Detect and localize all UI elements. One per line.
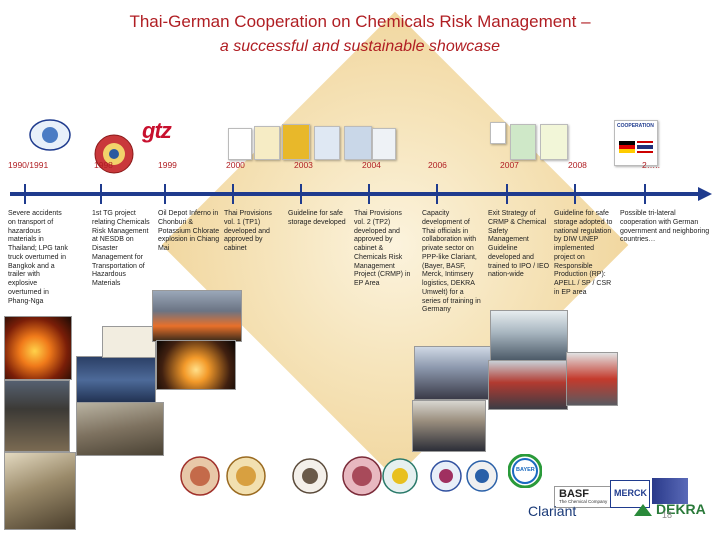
- basf-tagline: The Chemical Company: [559, 499, 608, 504]
- training-group-photo: [412, 400, 486, 452]
- merck-logo: MERCK: [610, 480, 650, 508]
- explosion-photo-night: [156, 340, 236, 390]
- timeline-tick: [232, 184, 234, 204]
- gtz-logo: gtz: [142, 118, 172, 143]
- thai-agency-seal-icon: [226, 456, 266, 496]
- timeline-description: Guideline for safe storage adopted to na…: [554, 210, 613, 296]
- document-thumbnail: [490, 122, 506, 144]
- timeline-tick: [100, 184, 102, 204]
- timeline-tick: [506, 184, 508, 204]
- bayer-logo-icon: [508, 454, 542, 488]
- document-thumbnail: [372, 128, 396, 160]
- thai-government-seal-icon: [94, 134, 134, 174]
- timeline-tick: [300, 184, 302, 204]
- timeline-year: 1999: [158, 160, 177, 170]
- document-thumbnail: [254, 126, 280, 160]
- timeline-year: 1990/1991: [8, 160, 49, 170]
- training-class-photo: [490, 310, 568, 366]
- timeline-year: 2…..: [642, 160, 660, 170]
- timeline-tick: [164, 184, 166, 204]
- timeline-tick: [644, 184, 646, 204]
- timeline-year: 2000: [226, 160, 245, 170]
- clariant-logo: Clariant: [528, 503, 577, 519]
- timeline-description: Thai Provisions vol. 2 (TP2) developed a…: [354, 210, 411, 287]
- training-truck-photo: [566, 352, 618, 406]
- partner-logo-box: [652, 478, 688, 504]
- accident-photo-crowd: [4, 380, 70, 452]
- thai-agency-seal-icon: [430, 460, 462, 492]
- timeline-description: Severe accidents on transport of hazardo…: [8, 210, 68, 305]
- training-firefighters-photo: [488, 360, 568, 410]
- timeline-description: Possible tri-lateral cooperation with Ge…: [620, 210, 710, 244]
- thai-flag: [637, 141, 653, 153]
- thai-agency-seal-icon: [292, 458, 328, 494]
- timeline-description: Oil Depot Inferno in Chonburi & Potassiu…: [158, 210, 220, 252]
- timeline-bar: [10, 192, 700, 196]
- document-thumbnail: [228, 128, 252, 160]
- timeline-description: Thai Provisions vol. 1 (TP1) developed a…: [224, 210, 272, 252]
- timeline-tick: [368, 184, 370, 204]
- timeline-description: 1st TG project relating Chemicals Risk M…: [92, 210, 150, 287]
- timeline-year: 2007: [500, 160, 519, 170]
- thai-agency-seal-icon: [382, 458, 418, 494]
- timeline-year: 2004: [362, 160, 381, 170]
- page-number: 18: [662, 510, 673, 520]
- slide-title: Thai-German Cooperation on Chemicals Ris…: [129, 12, 591, 31]
- dekra-logo-text: DEKRA: [656, 501, 706, 517]
- thai-agency-seal-icon: [466, 460, 498, 492]
- accident-photo-fire: [4, 316, 72, 380]
- explosion-photo: [152, 290, 242, 342]
- slide-subtitle: a successful and sustainable showcase: [219, 38, 501, 55]
- thai-ministry-seal-icon: [29, 119, 71, 151]
- timeline-tick: [574, 184, 576, 204]
- basf-logo-text: BASF: [559, 488, 589, 500]
- cooperation-label: COOPERATION: [617, 123, 654, 129]
- timeline-tick: [24, 184, 26, 204]
- accident-photo-debris: [76, 402, 164, 456]
- thai-agency-seal-icon: [180, 456, 220, 496]
- accident-photo-tanker: [4, 452, 76, 530]
- timeline-year: 2006: [428, 160, 447, 170]
- timeline-year: 1998: [94, 160, 113, 170]
- dekra-logo-icon: [634, 504, 652, 516]
- timeline-description: Exit Strategy of CRMP & Chemical Safety …: [488, 210, 550, 279]
- timeline-year: 2003: [294, 160, 313, 170]
- merck-logo-text: MERCK: [614, 488, 647, 498]
- german-flag: [619, 141, 635, 153]
- accident-photo-newspaper: [102, 326, 156, 358]
- timeline-arrow-icon: [698, 187, 712, 201]
- cooperation-document-thumbnail: COOPERATION: [614, 120, 658, 166]
- document-thumbnail: [282, 124, 310, 160]
- timeline-year: 2008: [568, 160, 587, 170]
- document-thumbnail: [314, 126, 340, 160]
- timeline-description: Capacity development of Thai officials i…: [422, 210, 481, 314]
- thai-agency-seal-icon: [342, 456, 382, 496]
- document-thumbnail: [344, 126, 372, 160]
- timeline-tick: [436, 184, 438, 204]
- accident-photo-truck: [76, 356, 156, 404]
- bayer-logo-text: BAYER: [516, 467, 535, 473]
- training-group-photo: [414, 346, 492, 400]
- timeline-description: Guideline for safe storage developed: [288, 210, 346, 226]
- document-thumbnail: [540, 124, 568, 160]
- document-thumbnail: [510, 124, 536, 160]
